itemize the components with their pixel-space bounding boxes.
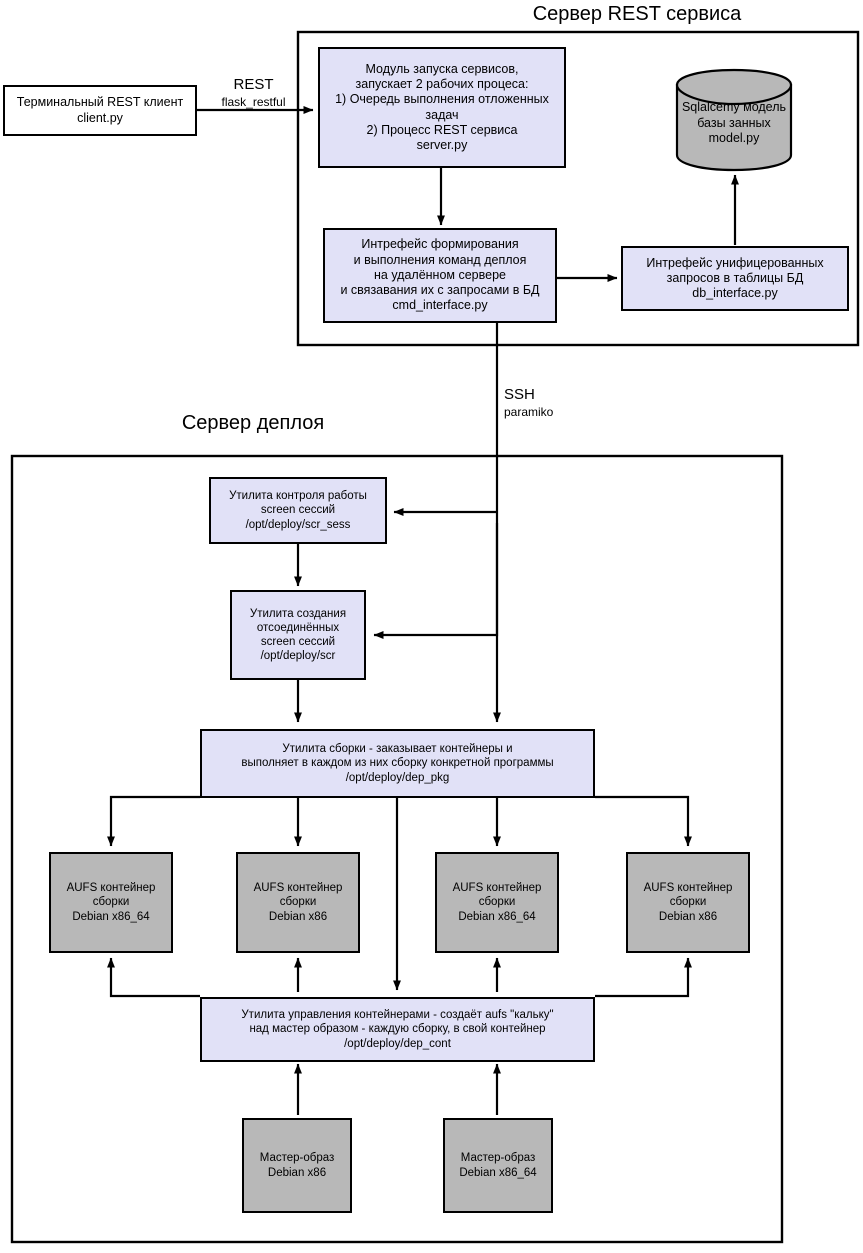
edge-dep-cont-to-container-1	[107, 957, 200, 998]
node-dep-cont[interactable]: Утилита управления контейнерами - создаё…	[200, 997, 595, 1062]
node-container-2[interactable]: AUFS контейнер сборки Debian x86	[236, 852, 360, 953]
ssh-edge-label: SSH	[504, 386, 535, 403]
node-master-image-1[interactable]: Мастер-образ Debian x86	[242, 1118, 352, 1213]
rest-edge-label: REST	[233, 76, 274, 93]
node-service-module[interactable]: Модуль запуска сервисов, запускает 2 раб…	[318, 47, 566, 168]
node-container-3[interactable]: AUFS контейнер сборки Debian x86_64	[435, 852, 559, 953]
node-cmd-interface[interactable]: Интрефейс формирования и выполнения кома…	[323, 228, 557, 323]
edge-dep-cont-to-container-4	[595, 957, 692, 998]
db-model-cylinder	[675, 68, 793, 172]
edge-ssh-to-scr	[373, 523, 499, 639]
node-dep-pkg[interactable]: Утилита сборки - заказывает контейнеры и…	[200, 729, 595, 798]
node-master-image-2[interactable]: Мастер-образ Debian x86_64	[443, 1118, 553, 1213]
node-scr-sess[interactable]: Утилита контроля работы screen сессий /o…	[209, 477, 387, 544]
node-client[interactable]: Терминальный REST клиент client.py	[3, 85, 197, 136]
rest-server-title: Сервер REST сервиса	[532, 3, 742, 25]
deploy-server-boundary	[10, 454, 784, 1244]
node-container-4[interactable]: AUFS контейнер сборки Debian x86	[626, 852, 750, 953]
ssh-edge-sublabel: paramiko	[504, 405, 554, 419]
node-scr[interactable]: Утилита создания отсоединённых screen се…	[230, 590, 366, 680]
rest-edge-sublabel: flask_restful	[221, 95, 286, 109]
node-db-interface[interactable]: Интрефейс унифицерованных запросов в таб…	[621, 246, 849, 311]
rest-server-boundary	[296, 30, 860, 347]
edge-dep-pkg-to-container-4	[595, 795, 692, 847]
edge-dep-pkg-to-container-1	[107, 795, 200, 847]
node-container-1[interactable]: AUFS контейнер сборки Debian x86_64	[49, 852, 173, 953]
node-db-model-label: Sqlalcemy модель базы занных model.py	[681, 100, 787, 146]
deploy-server-title: Сервер деплоя	[181, 412, 325, 434]
